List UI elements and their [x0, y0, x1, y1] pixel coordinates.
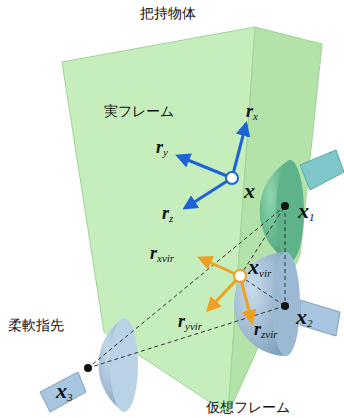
point-label: xvir [248, 256, 271, 279]
axis-label: rxvir [150, 244, 174, 264]
finger-label: 柔軟指先 [8, 318, 64, 332]
axis-label: rzvir [254, 320, 278, 340]
axis-label: ryvir [178, 312, 202, 332]
frame-label: 仮想フレーム [206, 400, 290, 414]
point-label: x1 [298, 200, 315, 223]
point-label: x3 [56, 380, 73, 403]
point-label: x2 [296, 306, 313, 329]
axis-label: rx [246, 102, 258, 122]
frame-label: 実フレーム [104, 104, 174, 118]
axis-label: ry [156, 138, 168, 158]
axis-label: rz [162, 204, 173, 224]
object-label: 把持物体 [140, 6, 196, 20]
point-label: x [244, 180, 255, 202]
